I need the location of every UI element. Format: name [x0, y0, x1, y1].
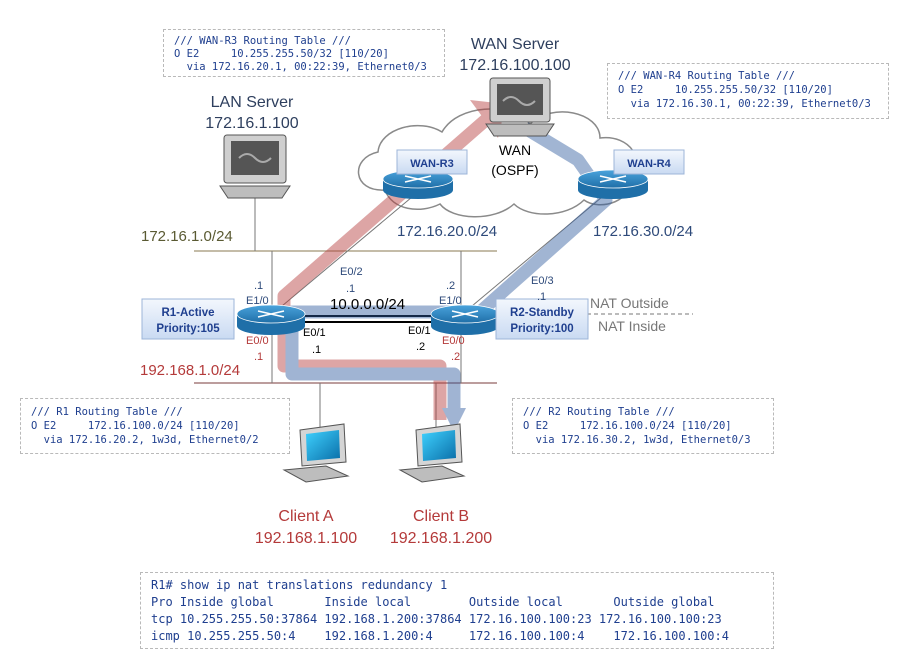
svg-text:WAN-R4: WAN-R4	[627, 158, 671, 170]
wan-cloud-protocol: (OSPF)	[491, 162, 538, 178]
r1-e10-ip: .1	[254, 280, 263, 292]
r2-e00-ip: .2	[451, 351, 460, 363]
r2-r4-link	[471, 191, 609, 307]
r2-e01-label: E0/1	[408, 325, 431, 337]
r1-e01-label: E0/1	[303, 327, 326, 339]
lan-server-icon	[219, 134, 291, 199]
wan-r3-label: WAN-R3	[396, 149, 468, 175]
svg-text:R1-Active: R1-Active	[161, 307, 214, 319]
nat-command: R1# show ip nat translations redundancy …	[151, 578, 448, 592]
routing-table-title: /// WAN-R4 Routing Table ///	[618, 70, 796, 82]
nat-row-tcp: tcp 10.255.255.50:37864 192.168.1.200:37…	[151, 612, 722, 626]
r1-e01-ip: .1	[312, 344, 321, 356]
client-b-ip: 192.168.1.200	[390, 530, 492, 547]
routing-table-entry: O E2 172.16.100.0/24 [110/20]	[31, 420, 240, 432]
lan-server-ip: 172.16.1.100	[205, 115, 299, 132]
r2-router	[430, 304, 500, 335]
routing-table-title: /// R2 Routing Table ///	[523, 406, 675, 418]
standby-path-arrow	[285, 122, 613, 408]
routing-table-via: via 172.16.30.1, 00:22:39, Ethernet0/3	[618, 98, 871, 110]
r1-e10-label: E1/0	[246, 295, 269, 307]
r1-e02-label: E0/2	[340, 266, 363, 278]
r1-router	[236, 304, 306, 335]
r2-e03-label: E0/3	[531, 275, 554, 287]
client-network-label: 192.168.1.0/24	[140, 362, 240, 379]
svg-text:Priority:105: Priority:105	[156, 323, 220, 335]
active-path-arrow	[277, 113, 493, 420]
r2-e10-ip: .2	[446, 280, 455, 292]
nat-header-row: Pro Inside global Inside local Outside l…	[151, 595, 715, 609]
wan-r3-routing-table: /// WAN-R3 Routing Table /// O E2 10.255…	[163, 29, 445, 77]
routing-table-title: /// WAN-R3 Routing Table ///	[174, 35, 352, 47]
svg-text:Priority:100: Priority:100	[510, 323, 573, 335]
wan-server-ip: 172.16.100.100	[459, 57, 570, 74]
client-a-name: Client A	[278, 508, 333, 525]
wan-server-title: WAN Server	[471, 36, 560, 53]
lan-network-label: 172.16.1.0/24	[141, 228, 233, 245]
wan-server-icon	[485, 77, 555, 137]
nat-row-icmp: icmp 10.255.255.50:4 192.168.1.200:4 172…	[151, 629, 729, 643]
routing-table-entry: O E2 172.16.100.0/24 [110/20]	[523, 420, 732, 432]
r1-e02-ip: .1	[346, 283, 355, 295]
r3-network-label: 172.16.20.0/24	[397, 223, 497, 240]
routing-table-via: via 172.16.30.2, 1w3d, Ethernet0/3	[523, 434, 751, 446]
client-b-name: Client B	[413, 508, 469, 525]
r1-label: R1-Active Priority:105	[141, 298, 235, 340]
routing-table-entry: O E2 10.255.255.50/32 [110/20]	[618, 84, 833, 96]
r2-e10-label: E1/0	[439, 295, 462, 307]
r4-network-label: 172.16.30.0/24	[593, 223, 693, 240]
lan-server-title: LAN Server	[211, 94, 294, 111]
r2-label: R2-Standby Priority:100	[495, 298, 589, 340]
client-b-icon	[398, 423, 466, 483]
r2-e01-ip: .2	[416, 341, 425, 353]
svg-text:WAN-R3: WAN-R3	[410, 158, 453, 170]
routing-table-title: /// R1 Routing Table ///	[31, 406, 183, 418]
routing-table-entry: O E2 10.255.255.50/32 [110/20]	[174, 48, 389, 60]
r2-e00-label: E0/0	[442, 335, 465, 347]
r2-routing-table: /// R2 Routing Table /// O E2 172.16.100…	[512, 398, 774, 454]
wan-r4-label: WAN-R4	[613, 149, 685, 175]
r1-e00-ip: .1	[254, 351, 263, 363]
nat-inside-label: NAT Inside	[598, 318, 666, 334]
client-a-icon	[282, 423, 350, 483]
r1-routing-table: /// R1 Routing Table /// O E2 172.16.100…	[20, 398, 290, 454]
r1-r3-link	[281, 191, 419, 307]
wan-r4-router	[577, 169, 649, 199]
wan-r4-routing-table: /// WAN-R4 Routing Table /// O E2 10.255…	[607, 63, 889, 119]
routing-table-via: via 172.16.20.1, 00:22:39, Ethernet0/3	[174, 61, 427, 73]
r2-e03-ip: .1	[537, 291, 546, 303]
sync-network-label: 10.0.0.0/24	[330, 296, 405, 313]
client-a-ip: 192.168.1.100	[255, 530, 357, 547]
nat-outside-label: NAT Outside	[590, 295, 669, 311]
svg-text:R2-Standby: R2-Standby	[510, 307, 575, 319]
nat-translations-output: R1# show ip nat translations redundancy …	[140, 572, 774, 649]
r1-e00-label: E0/0	[246, 335, 269, 347]
routing-table-via: via 172.16.20.2, 1w3d, Ethernet0/2	[31, 434, 259, 446]
wan-cloud-label: WAN	[499, 142, 531, 158]
